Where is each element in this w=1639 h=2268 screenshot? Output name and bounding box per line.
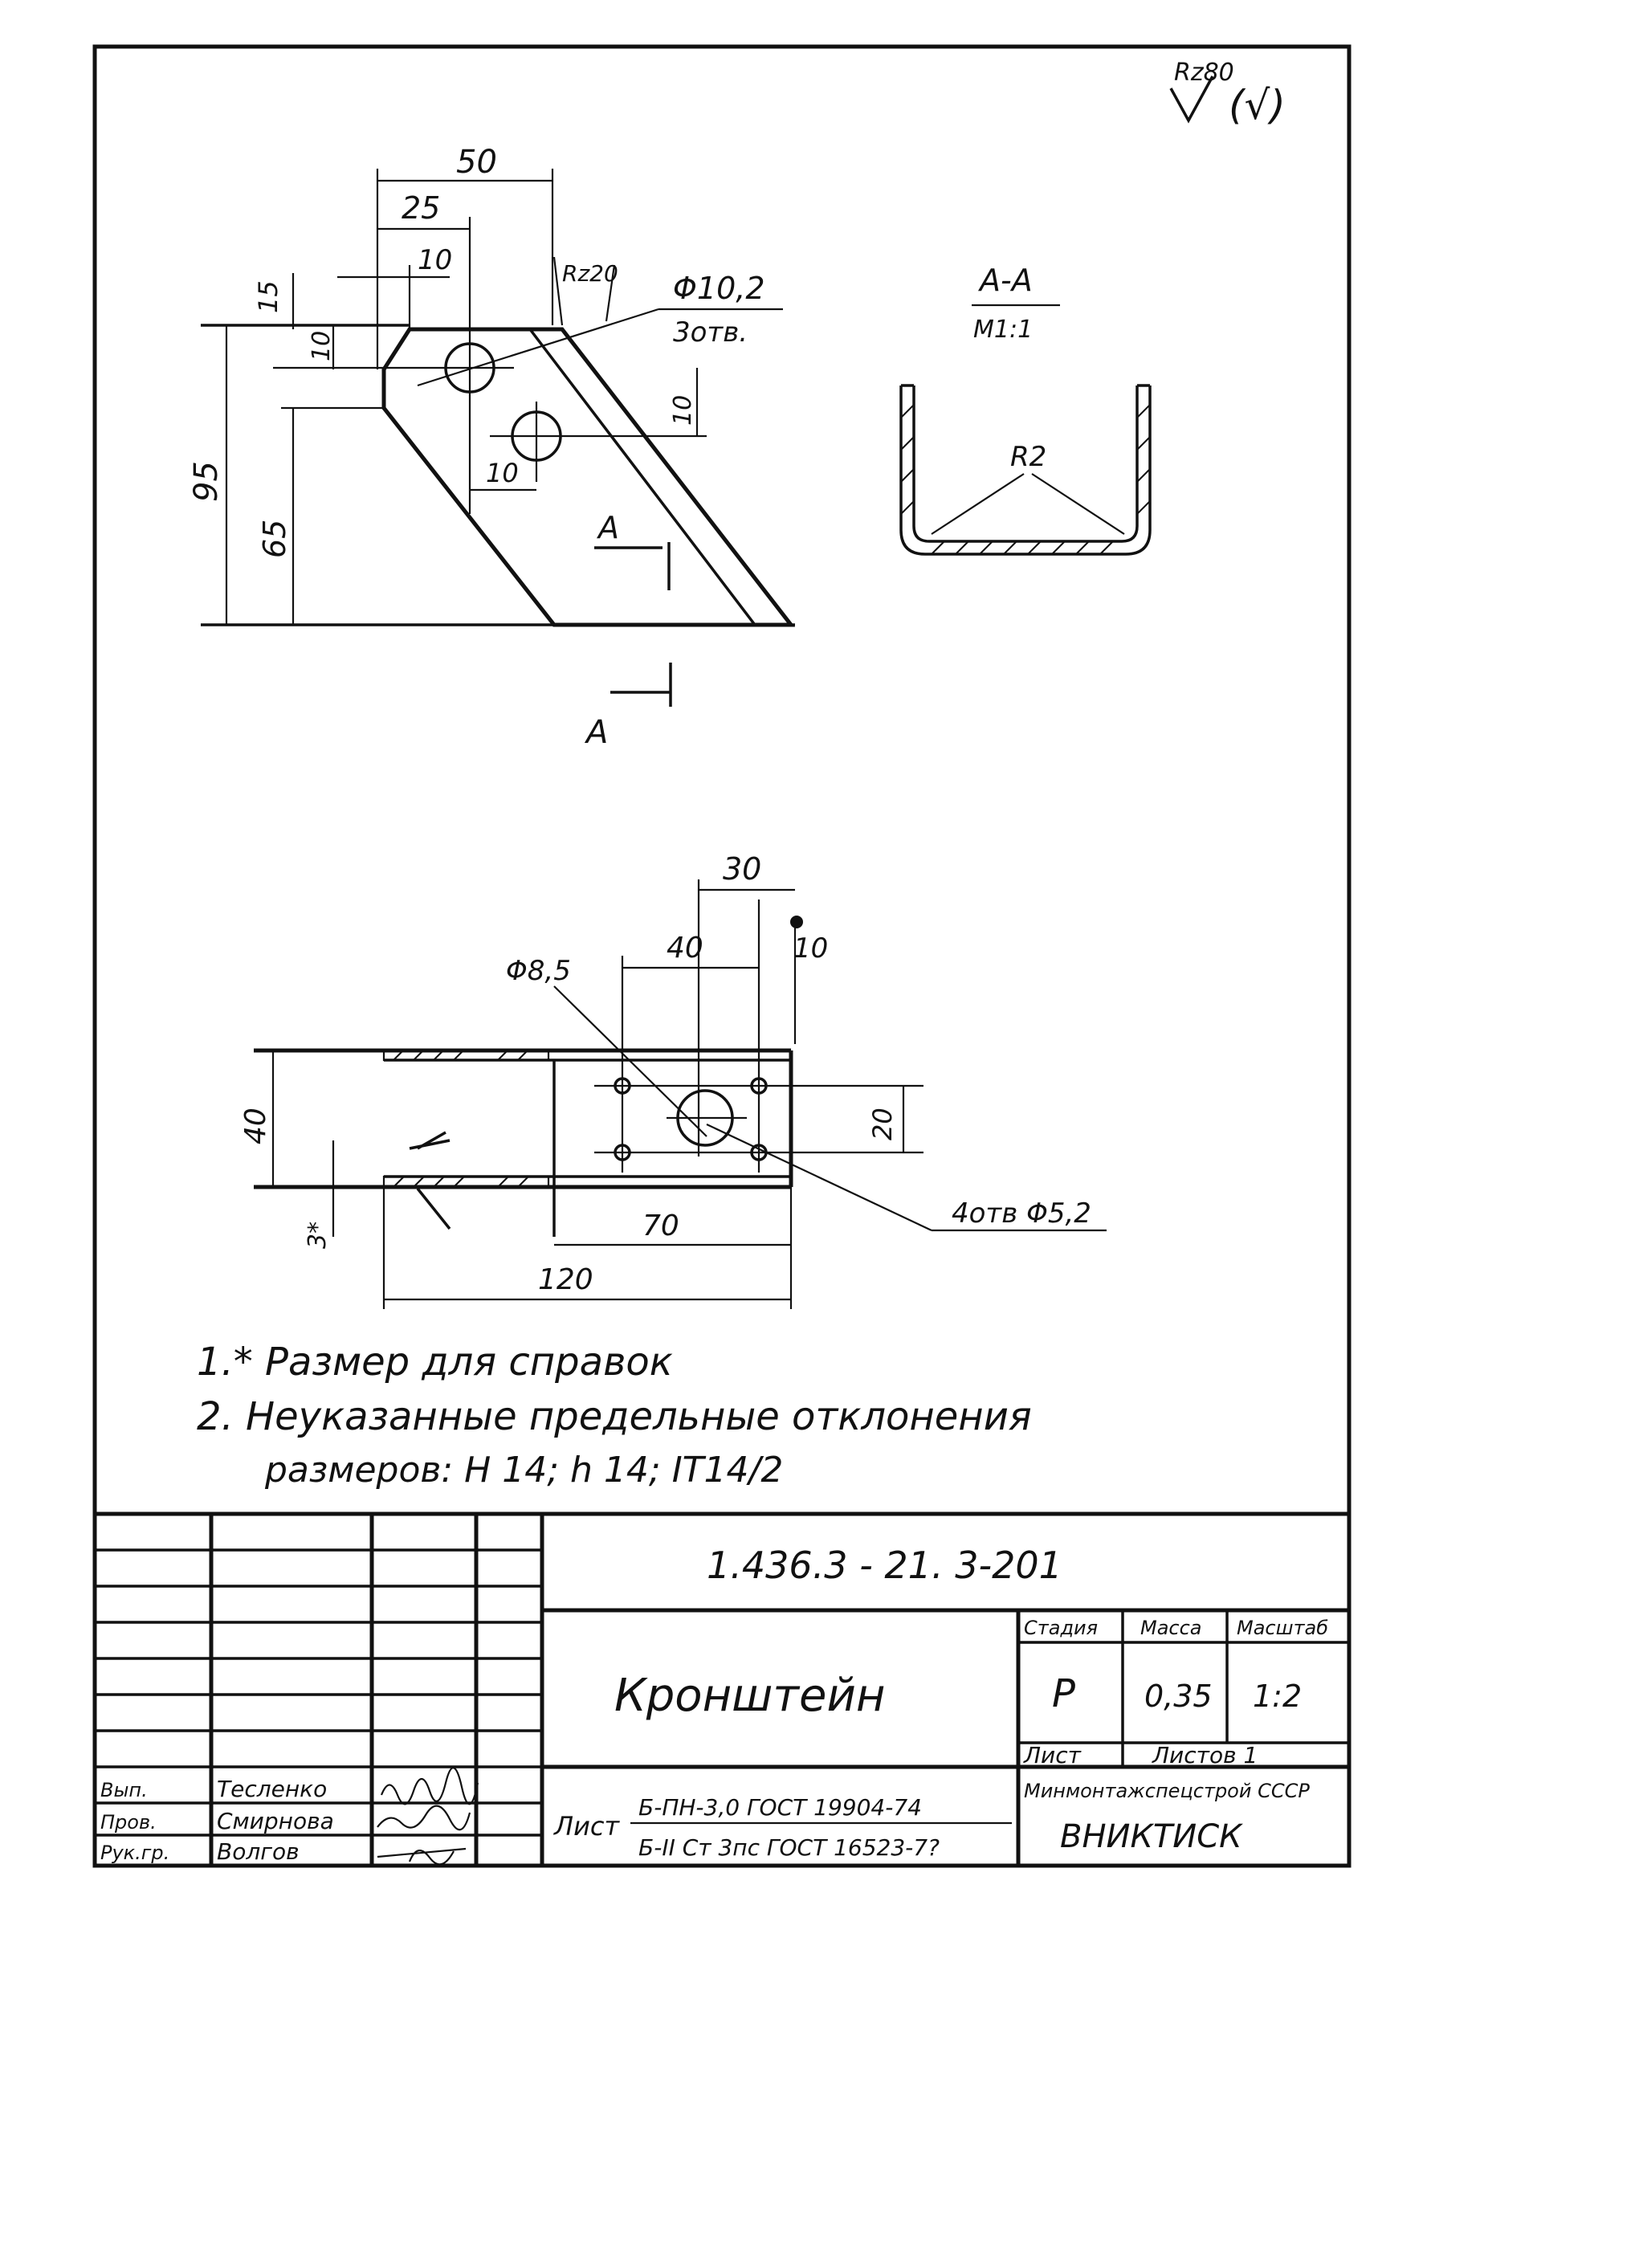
check-icon	[1169, 75, 1214, 124]
doc-number: 1.436.3 - 21. 3-201	[707, 1544, 1062, 1587]
cut-mark-top: A	[596, 510, 619, 545]
sheet-frame	[92, 44, 1352, 1868]
dim-10: 10	[793, 932, 828, 965]
dim-10-top: 10	[418, 244, 452, 276]
dim-20: 20	[867, 1107, 898, 1140]
title-block: 1.436.3 - 21. 3-201 Кронштейн Стадия Мас…	[95, 1511, 1349, 1866]
bracket-outline	[381, 327, 796, 627]
flange-hatch	[382, 1049, 550, 1062]
dim-25: 25	[402, 190, 440, 226]
hole-diameter: Φ10,2	[673, 271, 765, 306]
sheets-label: Листов 1	[1152, 1742, 1258, 1768]
signature	[377, 1847, 467, 1866]
dim-70: 70	[642, 1209, 679, 1242]
dim-30: 30	[723, 851, 761, 887]
section-scale: М1:1	[973, 316, 1033, 344]
flange-hatch	[382, 1175, 550, 1189]
stage-value: Р	[1052, 1671, 1075, 1716]
dim-120: 120	[538, 1263, 593, 1296]
dim-95: 95	[188, 461, 225, 502]
signer-name: Тесленко	[217, 1776, 327, 1802]
dim-50: 50	[456, 144, 497, 181]
channel-inner	[912, 385, 1139, 543]
dim-10-right: 10	[669, 395, 697, 426]
dim-3-ref: 3*	[304, 1222, 332, 1249]
org-top: Минмонтажспецстрой СССР	[1024, 1780, 1310, 1802]
material-label: Лист	[553, 1811, 620, 1842]
roughness-symbol: Rz80 (√)	[1169, 59, 1286, 128]
dim-10-left: 10	[308, 331, 336, 361]
bracket-fold-line	[528, 328, 756, 626]
roughness-paren: (√)	[1229, 82, 1286, 128]
channel-outer	[899, 385, 1152, 556]
signature	[377, 1805, 471, 1831]
material-line-2: Б-II Ст 3пс ГОСТ 16523-7?	[638, 1834, 940, 1861]
dim-40: 40	[667, 932, 703, 965]
top-view: 30 40 10 Φ8,5 4отв Φ5,2 40 20 3* 70 120	[239, 851, 1107, 1309]
ink-blot	[790, 916, 803, 928]
signer-name: Смирнова	[217, 1808, 334, 1834]
notes: 1.* Размер для справок 2. Неуказанные пр…	[197, 1340, 1032, 1491]
roughness-rz20: Rz20	[562, 260, 618, 287]
rib-mark	[409, 1131, 451, 1230]
org-name: ВНИКТИСК	[1060, 1818, 1243, 1855]
signer-role: Вып.	[100, 1779, 148, 1801]
note-2: 2. Неуказанные предельные отклонения	[197, 1394, 1032, 1439]
signature	[380, 1767, 479, 1805]
note-3: размеров: Н 14; h 14; IT14/2	[264, 1450, 783, 1491]
mass-header: Масса	[1140, 1617, 1202, 1639]
dim-40-vertical: 40	[239, 1107, 272, 1144]
signer-role: Пров.	[100, 1811, 157, 1834]
holes-4: 4отв Φ5,2	[952, 1197, 1091, 1230]
cut-mark-bottom: A	[584, 714, 608, 751]
section-view: А-А М1:1 R2	[899, 263, 1152, 556]
dim-65: 65	[257, 520, 292, 558]
main-view: 50 25 10 Rz20 Φ10,2 3отв. 15 10 95 65 10	[188, 144, 796, 751]
section-radius: R2	[1010, 441, 1046, 473]
hole-count: 3отв.	[673, 316, 748, 349]
signer-role: Рук.гр.	[100, 1842, 169, 1864]
stage-header: Стадия	[1024, 1617, 1098, 1639]
scale-header: Масштаб	[1237, 1617, 1328, 1639]
material-line-1: Б-ПН-3,0 ГОСТ 19904-74	[638, 1794, 922, 1821]
dim-10-hole: 10	[486, 458, 519, 488]
part-name: Кронштейн	[614, 1670, 886, 1722]
sheet-label: Лист	[1023, 1742, 1082, 1768]
roughness-rz: Rz80	[1174, 59, 1234, 87]
signer-name: Волгов	[217, 1838, 300, 1865]
section-hatching	[900, 404, 1151, 555]
scale-value: 1:2	[1253, 1679, 1302, 1714]
section-title: А-А	[977, 263, 1033, 298]
mass-value: 0,35	[1144, 1679, 1213, 1714]
dim-15: 15	[253, 280, 283, 313]
note-1: 1.* Размер для справок	[197, 1340, 673, 1385]
dia-8-5: Φ8,5	[506, 955, 571, 987]
